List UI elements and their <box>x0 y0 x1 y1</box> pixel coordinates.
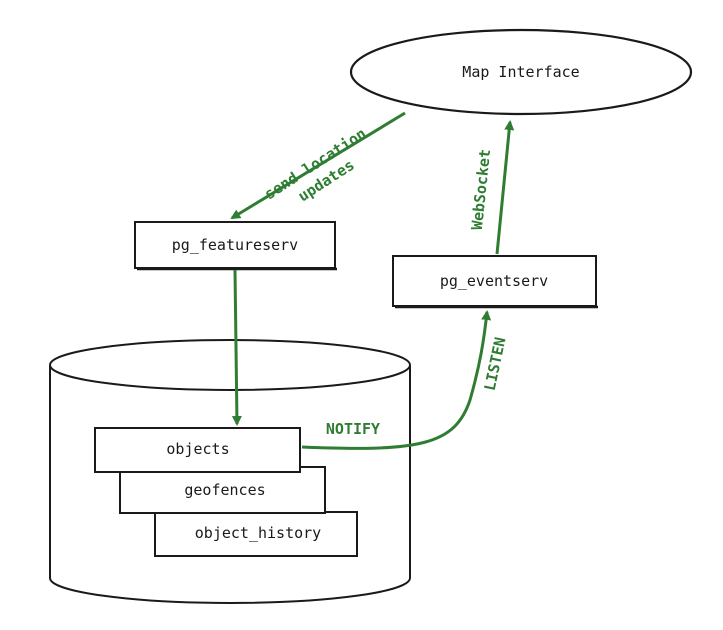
object-history-label: object_history <box>195 524 321 542</box>
table-objects: objects <box>94 427 301 473</box>
map-interface-label: Map Interface <box>462 63 579 81</box>
pg-eventserv-label: pg_eventserv <box>440 272 548 290</box>
map-interface-node: Map Interface <box>349 28 693 116</box>
objects-label: objects <box>166 440 229 458</box>
table-geofences: geofences <box>119 466 326 514</box>
listen-label: LISTEN <box>481 336 510 393</box>
websocket-label: WebSocket <box>468 148 494 231</box>
send-location-label-group: send location updates <box>261 124 369 205</box>
pg-featureserv-node: pg_featureserv <box>134 221 337 271</box>
geofences-label: geofences <box>184 481 265 499</box>
table-object-history: object_history <box>154 511 358 557</box>
notify-label: NOTIFY <box>326 420 380 438</box>
pg-eventserv-node: pg_eventserv <box>392 255 598 309</box>
send-location-arrow <box>230 111 406 220</box>
notify-listen-arrow <box>301 310 492 450</box>
featureserv-to-objects-arrow <box>231 269 242 426</box>
websocket-arrow <box>495 120 515 255</box>
pg-featureserv-label: pg_featureserv <box>172 236 298 254</box>
